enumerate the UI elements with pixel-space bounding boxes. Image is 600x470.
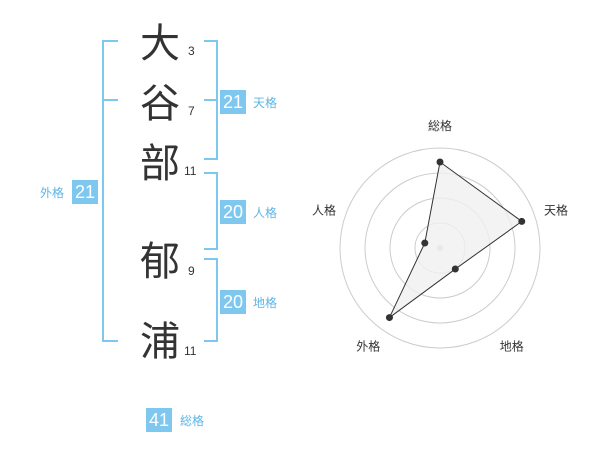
radar-axis-label-4: 人格 [312, 202, 336, 217]
kanji-given-2: 浦 [140, 319, 180, 365]
radar-point-4 [421, 239, 429, 247]
chikaku-bracket [204, 258, 218, 342]
chikaku-score: 20 [220, 290, 246, 314]
radar-point-2 [451, 265, 459, 273]
gaikaku-label: 外格 [40, 186, 65, 200]
tenkaku-score: 21 [220, 90, 246, 114]
radar-axis-label-2: 地格 [500, 339, 524, 354]
jinkaku-bracket [204, 172, 218, 250]
radar-point-1 [518, 217, 526, 225]
kanji-surname-1: 大 [140, 21, 180, 67]
soukaku-label: 総格 [180, 414, 205, 428]
radar-axis-label-1: 天格 [544, 202, 568, 217]
gaikaku-score: 21 [72, 180, 98, 204]
stroke-count-surname-1: 3 [188, 44, 195, 58]
radar-axis-label-3: 外格 [356, 339, 380, 354]
radar-points [385, 158, 526, 322]
stroke-count-surname-3: 11 [184, 164, 197, 178]
chikaku-label: 地格 [253, 296, 278, 310]
stroke-count-given-1: 9 [188, 264, 195, 278]
radar-point-3 [385, 314, 393, 322]
kanji-given-1: 郁 [140, 239, 180, 285]
radar-grid-ring [339, 147, 541, 349]
radar-point-0 [436, 158, 444, 166]
radar-axis-label-0: 総格 [428, 118, 452, 133]
jinkaku-label: 人格 [253, 206, 278, 220]
tenkaku-bracket-tick [204, 99, 218, 101]
stroke-count-given-2: 11 [184, 344, 197, 358]
gaikaku-bracket [102, 40, 118, 342]
kanji-surname-3: 部 [140, 141, 180, 187]
kanji-surname-2: 谷 [140, 81, 180, 127]
stroke-count-surname-2: 7 [188, 104, 195, 118]
soukaku-score: 41 [146, 408, 172, 432]
gaikaku-bracket-tick [102, 99, 118, 101]
radar-area [388, 161, 523, 318]
jinkaku-score: 20 [220, 200, 246, 224]
tenkaku-label: 天格 [253, 96, 278, 110]
